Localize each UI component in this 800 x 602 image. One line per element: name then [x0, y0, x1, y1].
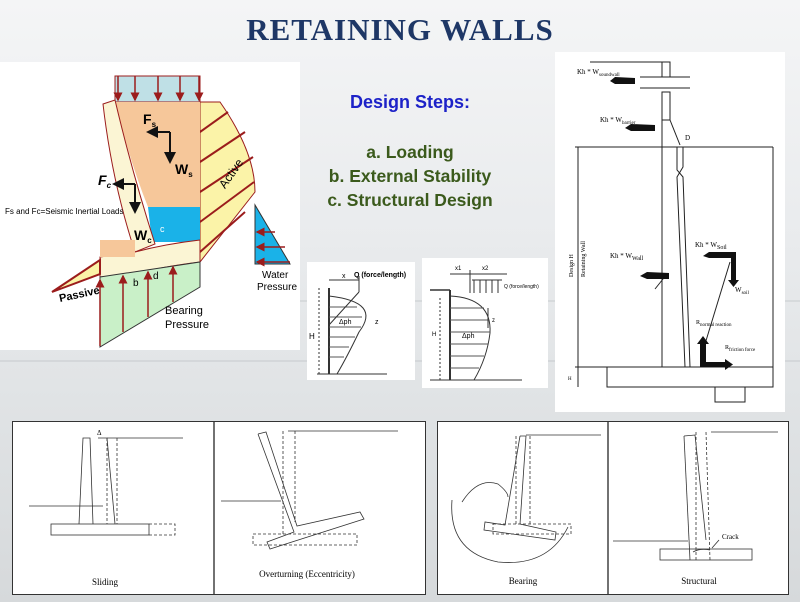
seismic-note: Fs and Fc=Seismic Inertial Loads [5, 207, 124, 216]
design-step-loading: a. Loading [366, 142, 454, 162]
wc-label: W [134, 227, 148, 243]
kh-soundwall-label: Kh * W [577, 68, 599, 76]
bearing-pressure-label-2: Pressure [165, 319, 209, 331]
w-soil-label: W [735, 286, 742, 294]
overturning-diagram [221, 430, 398, 550]
svg-text:Kh * Wsoundwall: Kh * Wsoundwall [577, 68, 620, 78]
water-pressure-zone [254, 203, 291, 265]
crack-label: Crack [722, 533, 739, 541]
structural-diagram [613, 431, 778, 561]
h-label: H [309, 332, 315, 341]
delta-label: Δph [462, 333, 475, 340]
water-zone [148, 207, 200, 242]
failure-modes-panel-right: Bearing Crack Structural [437, 421, 789, 595]
r-normal-label: R [696, 320, 700, 326]
kh-soil-label: Kh * W [695, 241, 717, 249]
passive-pressure-zone [51, 258, 101, 293]
svg-text:Kh * Wbarrier: Kh * Wbarrier [600, 116, 636, 126]
water-pressure-label-1: Water [262, 270, 289, 281]
surcharge-pressure-figure-2: x1 x2 Q (force/length) H z Δph [422, 258, 548, 388]
delta-label: Δph [339, 319, 352, 326]
x-label: x [342, 273, 346, 280]
load-label: Q (force/length) [354, 272, 406, 279]
x1-label: x1 [455, 266, 462, 272]
design-step-external-stability: b. External Stability [328, 166, 492, 186]
svg-text:Kh * WWall: Kh * WWall [610, 252, 644, 262]
point-c: c [160, 224, 165, 234]
overturning-label: Overturning (Eccentricity) [259, 569, 355, 579]
fc-label: F [98, 172, 107, 188]
svg-text:Rnormal reaction: Rnormal reaction [696, 320, 732, 328]
h-label: H [432, 332, 436, 338]
passive-soil [100, 240, 135, 257]
bearing-label: Bearing [509, 576, 538, 586]
load-label: Q (force/length) [504, 284, 539, 290]
page-title: RETAINING WALLS [246, 12, 554, 47]
footing-h-label: H [568, 377, 572, 382]
sliding-diagram [29, 437, 183, 536]
structural-label: Structural [681, 576, 717, 586]
ws-label: W [175, 161, 189, 177]
svg-text:Wc: Wc [134, 227, 152, 245]
z-label: z [492, 318, 495, 324]
active-pressure-zone [199, 101, 256, 264]
design-h-label: Design H [569, 254, 575, 277]
retaining-wall-stem [102, 99, 156, 253]
svg-text:Kh * WSoil: Kh * WSoil [695, 241, 727, 251]
failure-modes-panel-left: Δ Sliding Overturning (Eccentricity) [12, 421, 426, 595]
x2-label: x2 [482, 266, 489, 272]
svg-text:Ws: Ws [175, 161, 193, 179]
point-d: d [153, 271, 159, 282]
design-steps-heading: Design Steps: [349, 92, 471, 112]
bearing-diagram [451, 434, 601, 563]
fs-label: F [143, 111, 152, 127]
wall-forces-figure: Kh * Wsoundwall Kh * Wbarrier D Design H… [555, 52, 785, 412]
design-step-structural-design: c. Structural Design [327, 190, 493, 210]
sliding-label: Sliding [92, 577, 119, 587]
r-friction-label: R [725, 345, 729, 351]
seismic-loads-figure: Fs Ws Fc Wc Fs and Fc=Seismic Inertial L… [0, 62, 300, 350]
point-b: b [133, 278, 139, 289]
svg-text:Fc: Fc [98, 172, 112, 190]
kh-wall-label: Kh * W [610, 252, 632, 260]
bearing-pressure-label-1: Bearing [165, 305, 203, 317]
kh-barrier-label: Kh * W [600, 116, 622, 124]
svg-text:Rfriction force: Rfriction force [725, 345, 756, 353]
surcharge-pressure-figure-1: Q (force/length) x H z Δph [307, 262, 415, 380]
z-label: z [375, 319, 379, 326]
sliding-delta: Δ [97, 429, 102, 437]
retaining-wall-label: Retaining Wall [581, 241, 587, 277]
svg-text:Fs: Fs [143, 111, 157, 129]
d-label: D [685, 134, 690, 142]
water-pressure-label-2: Pressure [257, 282, 297, 293]
svg-text:Wsoil: Wsoil [735, 286, 749, 296]
backfill-soil [115, 102, 200, 207]
